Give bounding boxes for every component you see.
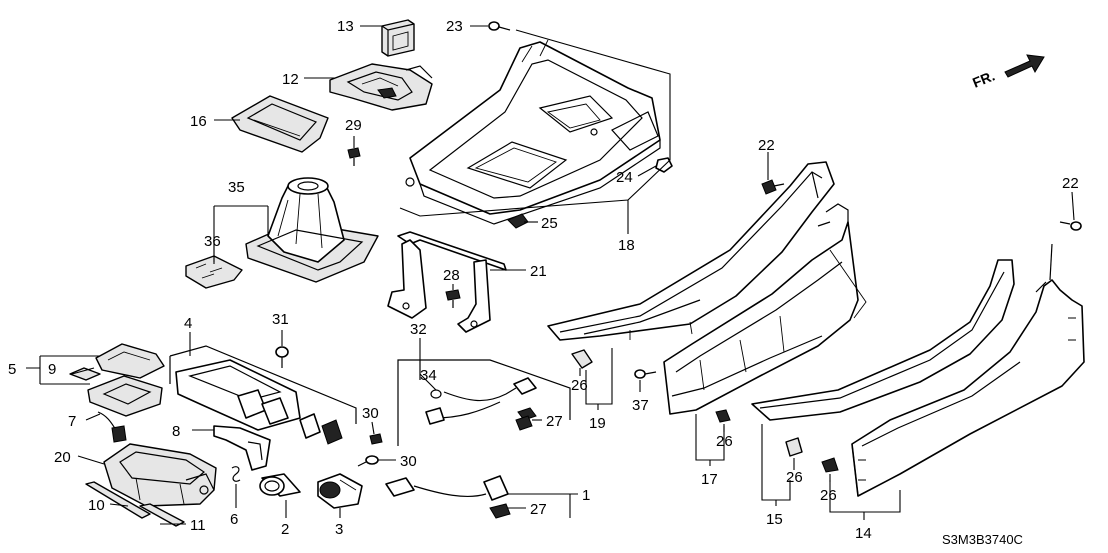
callout-7: 7 bbox=[68, 413, 76, 430]
part-10-trim-strip bbox=[85, 481, 151, 519]
callout-24: 24 bbox=[616, 169, 633, 186]
callout-22-right: 22 bbox=[1062, 175, 1079, 192]
callout-18: 18 bbox=[618, 237, 635, 254]
callout-19: 19 bbox=[589, 415, 606, 432]
callout-30-upper: 30 bbox=[362, 405, 379, 422]
part-12-holder bbox=[329, 63, 433, 111]
callout-32: 32 bbox=[410, 321, 427, 338]
callout-1: 1 bbox=[582, 487, 590, 504]
callout-12: 12 bbox=[282, 71, 299, 88]
callout-5: 5 bbox=[8, 361, 16, 378]
part-13-clip bbox=[381, 19, 415, 57]
callout-26-c: 26 bbox=[786, 469, 803, 486]
part-35-shift-boot bbox=[245, 177, 379, 283]
part-30-screw-upper bbox=[369, 433, 383, 445]
part-14-side-panel bbox=[851, 243, 1085, 497]
callout-10: 10 bbox=[88, 497, 105, 514]
leader-lines bbox=[26, 25, 1075, 525]
part-16-tray bbox=[231, 95, 329, 153]
part-26-clip-d bbox=[821, 457, 839, 473]
part-4-switch-panel bbox=[169, 345, 357, 445]
callout-20: 20 bbox=[54, 449, 71, 466]
callout-26-a: 26 bbox=[571, 377, 588, 394]
callout-4: 4 bbox=[184, 315, 192, 332]
callout-14: 14 bbox=[855, 525, 872, 542]
callout-27-upper: 27 bbox=[546, 413, 563, 430]
part-8-bracket bbox=[213, 425, 271, 471]
callout-2: 2 bbox=[281, 521, 289, 538]
part-26-clip-b bbox=[715, 409, 731, 423]
part-2-socket bbox=[259, 473, 301, 497]
callout-26-d: 26 bbox=[820, 487, 837, 504]
callout-13: 13 bbox=[337, 18, 354, 35]
callout-15: 15 bbox=[766, 511, 783, 528]
part-31-screw bbox=[275, 346, 289, 368]
callout-35: 35 bbox=[228, 179, 245, 196]
part-26-clip-a bbox=[571, 349, 593, 369]
part-15-side-panel-trim bbox=[751, 259, 1015, 421]
callout-16: 16 bbox=[190, 113, 207, 130]
part-27-clip bbox=[515, 415, 533, 431]
callout-27-lower: 27 bbox=[530, 501, 547, 518]
callout-9: 9 bbox=[48, 361, 56, 378]
callout-25: 25 bbox=[541, 215, 558, 232]
callout-31: 31 bbox=[272, 311, 289, 328]
callout-6: 6 bbox=[230, 511, 238, 528]
part-22-screw-right bbox=[1059, 221, 1082, 231]
callout-36: 36 bbox=[204, 233, 221, 250]
callout-37: 37 bbox=[632, 397, 649, 414]
part-6-spring bbox=[231, 466, 241, 482]
callout-28: 28 bbox=[443, 267, 460, 284]
callout-22-upper: 22 bbox=[758, 137, 775, 154]
part-20-pocket bbox=[103, 443, 217, 507]
part-3-lighter bbox=[317, 473, 363, 509]
callout-23: 23 bbox=[446, 18, 463, 35]
callout-34: 34 bbox=[420, 367, 437, 384]
part-28-bolt bbox=[445, 289, 461, 308]
callout-8: 8 bbox=[172, 423, 180, 440]
callout-17: 17 bbox=[701, 471, 718, 488]
front-arrow-icon bbox=[1004, 54, 1045, 78]
part-23-screw bbox=[488, 21, 511, 31]
diagram-code: S3M3B3740C bbox=[942, 532, 1023, 547]
front-direction-indicator: FR. bbox=[970, 54, 1045, 91]
callout-30-lower: 30 bbox=[400, 453, 417, 470]
part-30-screw-lower bbox=[357, 455, 379, 467]
part-26-clip-c bbox=[785, 437, 803, 457]
part-11-trim-strip bbox=[139, 503, 185, 527]
part-17-side-lining bbox=[663, 203, 867, 415]
part-29-bolt bbox=[347, 147, 361, 166]
callout-11: 11 bbox=[190, 517, 206, 534]
part-25-clip bbox=[507, 213, 529, 229]
part-37-screw bbox=[634, 369, 657, 379]
callout-3: 3 bbox=[335, 521, 343, 538]
part-22-screw-upper bbox=[761, 179, 785, 195]
front-direction-label: FR. bbox=[970, 67, 997, 90]
part-19-center-trim bbox=[547, 161, 835, 341]
part-7-bulb-wire bbox=[97, 411, 127, 443]
part-5-indicator-assembly bbox=[69, 343, 165, 417]
callout-21: 21 bbox=[530, 263, 547, 280]
callout-29: 29 bbox=[345, 117, 362, 134]
part-18-console-body bbox=[405, 39, 661, 225]
callout-26-b: 26 bbox=[716, 433, 733, 450]
callout-labels: 13 12 16 23 29 18 24 25 35 36 21 28 32 3… bbox=[8, 18, 1079, 542]
part-1-harness bbox=[385, 475, 511, 519]
